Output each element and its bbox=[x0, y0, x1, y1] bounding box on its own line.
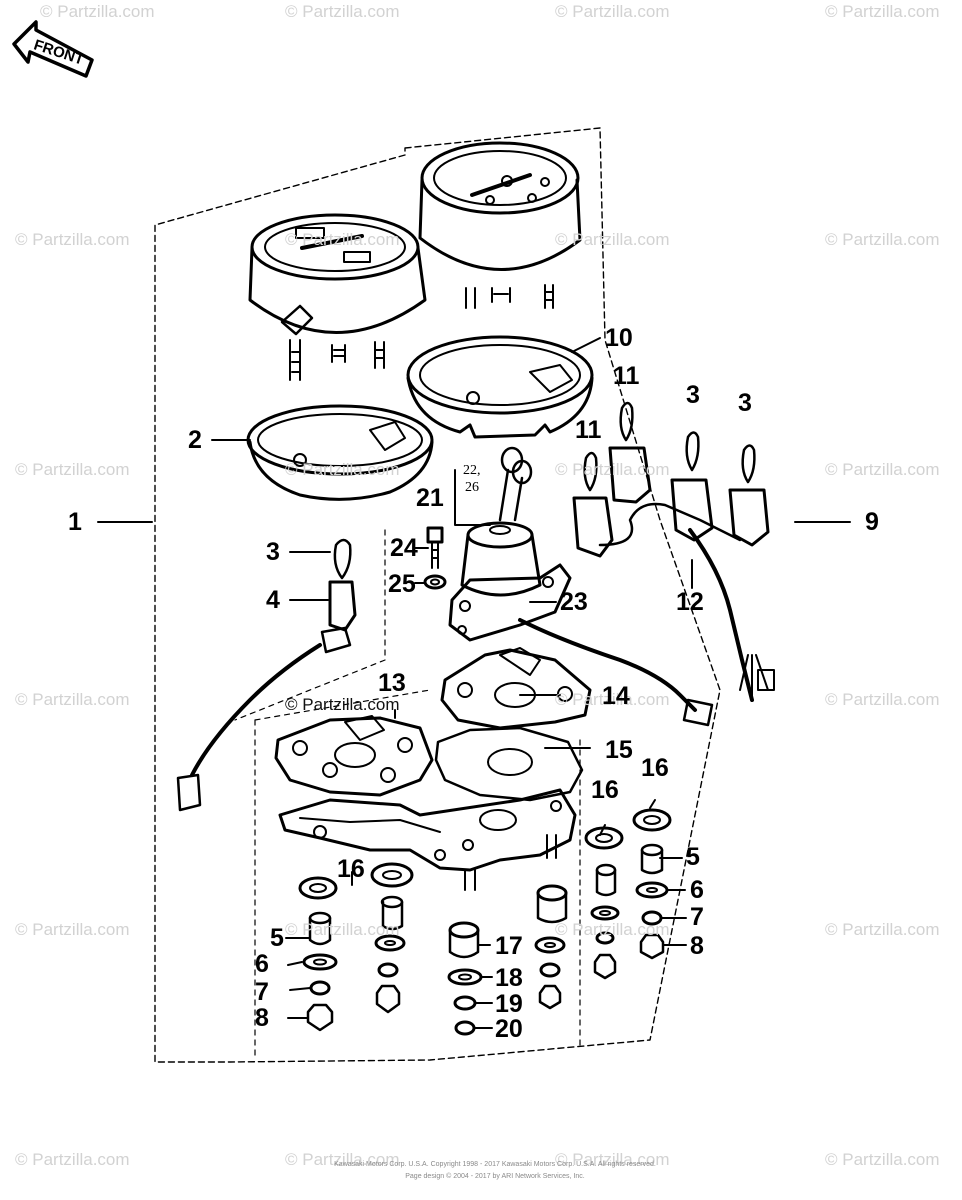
callout-8[interactable]: 8 bbox=[690, 932, 704, 960]
callout-3[interactable]: 3 bbox=[266, 538, 280, 566]
callout-12[interactable]: 12 bbox=[676, 588, 704, 616]
watermark: © Partzilla.com bbox=[555, 920, 670, 939]
callout-4[interactable]: 4 bbox=[266, 586, 280, 614]
callout-14[interactable]: 14 bbox=[602, 682, 630, 710]
watermark: © Partzilla.com bbox=[555, 230, 670, 249]
callout-19[interactable]: 19 bbox=[495, 990, 523, 1018]
watermark: © Partzilla.com bbox=[825, 230, 940, 249]
watermark: © Partzilla.com bbox=[285, 1150, 400, 1169]
mounting-plate-13 bbox=[274, 715, 434, 797]
callout-20[interactable]: 20 bbox=[495, 1015, 523, 1043]
watermark: © Partzilla.com bbox=[15, 230, 130, 249]
callout-26[interactable]: 26 bbox=[465, 480, 479, 495]
front-arrow: FRONT bbox=[12, 20, 94, 78]
callout-15[interactable]: 15 bbox=[605, 736, 633, 764]
callout-21[interactable]: 21 bbox=[416, 484, 444, 512]
watermark: © Partzilla.com bbox=[40, 2, 155, 21]
left-bulb-socket bbox=[176, 538, 357, 812]
callout-3[interactable]: 3 bbox=[738, 389, 752, 417]
speedometer-gauge bbox=[418, 141, 582, 309]
gasket-15 bbox=[434, 726, 584, 802]
callout-18[interactable]: 18 bbox=[495, 964, 523, 992]
callout-1[interactable]: 1 bbox=[68, 508, 82, 536]
ignition-switch bbox=[448, 446, 572, 642]
gauge-cup-left bbox=[246, 404, 434, 501]
callout-7[interactable]: 7 bbox=[255, 978, 269, 1006]
watermark: © Partzilla.com bbox=[555, 2, 670, 21]
watermark: © Partzilla.com bbox=[555, 690, 670, 709]
callout-23[interactable]: 23 bbox=[560, 588, 588, 616]
callout-11[interactable]: 11 bbox=[613, 362, 640, 390]
watermark: © Partzilla.com bbox=[285, 230, 400, 249]
watermark: © Partzilla.com bbox=[825, 1150, 940, 1169]
callout-6[interactable]: 6 bbox=[690, 876, 704, 904]
callout-3[interactable]: 3 bbox=[686, 381, 700, 409]
watermark: © Partzilla.com bbox=[15, 1150, 130, 1169]
watermark: © Partzilla.com bbox=[285, 2, 400, 21]
callout-5[interactable]: 5 bbox=[270, 924, 284, 952]
ignition-cable bbox=[518, 618, 697, 712]
lower-subassembly-outline bbox=[254, 689, 581, 1056]
watermark: © Partzilla.com bbox=[825, 460, 940, 479]
watermark: © Partzilla.com bbox=[555, 1150, 670, 1169]
callout-17[interactable]: 17 bbox=[495, 932, 523, 960]
callout-16[interactable]: 16 bbox=[591, 776, 619, 804]
callout-6[interactable]: 6 bbox=[255, 950, 269, 978]
copyright-line-2: Page design © 2004 - 2017 by ARI Network… bbox=[405, 1173, 585, 1180]
mounting-plate-14 bbox=[440, 647, 592, 730]
assembly-outline bbox=[154, 127, 721, 1063]
watermark: © Partzilla.com bbox=[825, 2, 940, 21]
callout-10[interactable]: 10 bbox=[605, 324, 633, 352]
leader-lines bbox=[97, 337, 851, 1029]
callout-9[interactable]: 9 bbox=[865, 508, 879, 536]
tachometer-gauge bbox=[248, 213, 427, 381]
callout-22[interactable]: 22, bbox=[463, 463, 481, 478]
callout-16[interactable]: 16 bbox=[337, 855, 365, 883]
callout-13[interactable]: 13 bbox=[378, 669, 406, 697]
watermark: © Partzilla.com bbox=[825, 920, 940, 939]
callout-2[interactable]: 2 bbox=[188, 426, 202, 454]
copyright-line-1: Kawasaki Motors Corp. U.S.A. Copyright 1… bbox=[334, 1161, 656, 1168]
watermark: © Partzilla.com bbox=[285, 460, 400, 479]
meter-bracket bbox=[278, 788, 577, 891]
watermark: © Partzilla.com bbox=[555, 460, 670, 479]
watermark: © Partzilla.com bbox=[15, 460, 130, 479]
callout-8[interactable]: 8 bbox=[255, 1004, 269, 1032]
site-credit: © Partzilla.com bbox=[285, 695, 400, 714]
watermark: © Partzilla.com bbox=[15, 690, 130, 709]
hardware-stacks bbox=[298, 808, 672, 1036]
callout-5[interactable]: 5 bbox=[686, 843, 700, 871]
watermark: © Partzilla.com bbox=[15, 920, 130, 939]
bulb-socket-harness bbox=[572, 401, 775, 702]
watermark: © Partzilla.com bbox=[285, 920, 400, 939]
gauge-cup-right bbox=[406, 335, 594, 439]
callout-11[interactable]: 11 bbox=[575, 416, 602, 444]
callout-7[interactable]: 7 bbox=[690, 903, 704, 931]
callout-16[interactable]: 16 bbox=[641, 754, 669, 782]
watermark: © Partzilla.com bbox=[825, 690, 940, 709]
callout-25[interactable]: 25 bbox=[388, 570, 416, 598]
callout-24[interactable]: 24 bbox=[390, 534, 418, 562]
bolt-and-washer bbox=[423, 526, 447, 590]
